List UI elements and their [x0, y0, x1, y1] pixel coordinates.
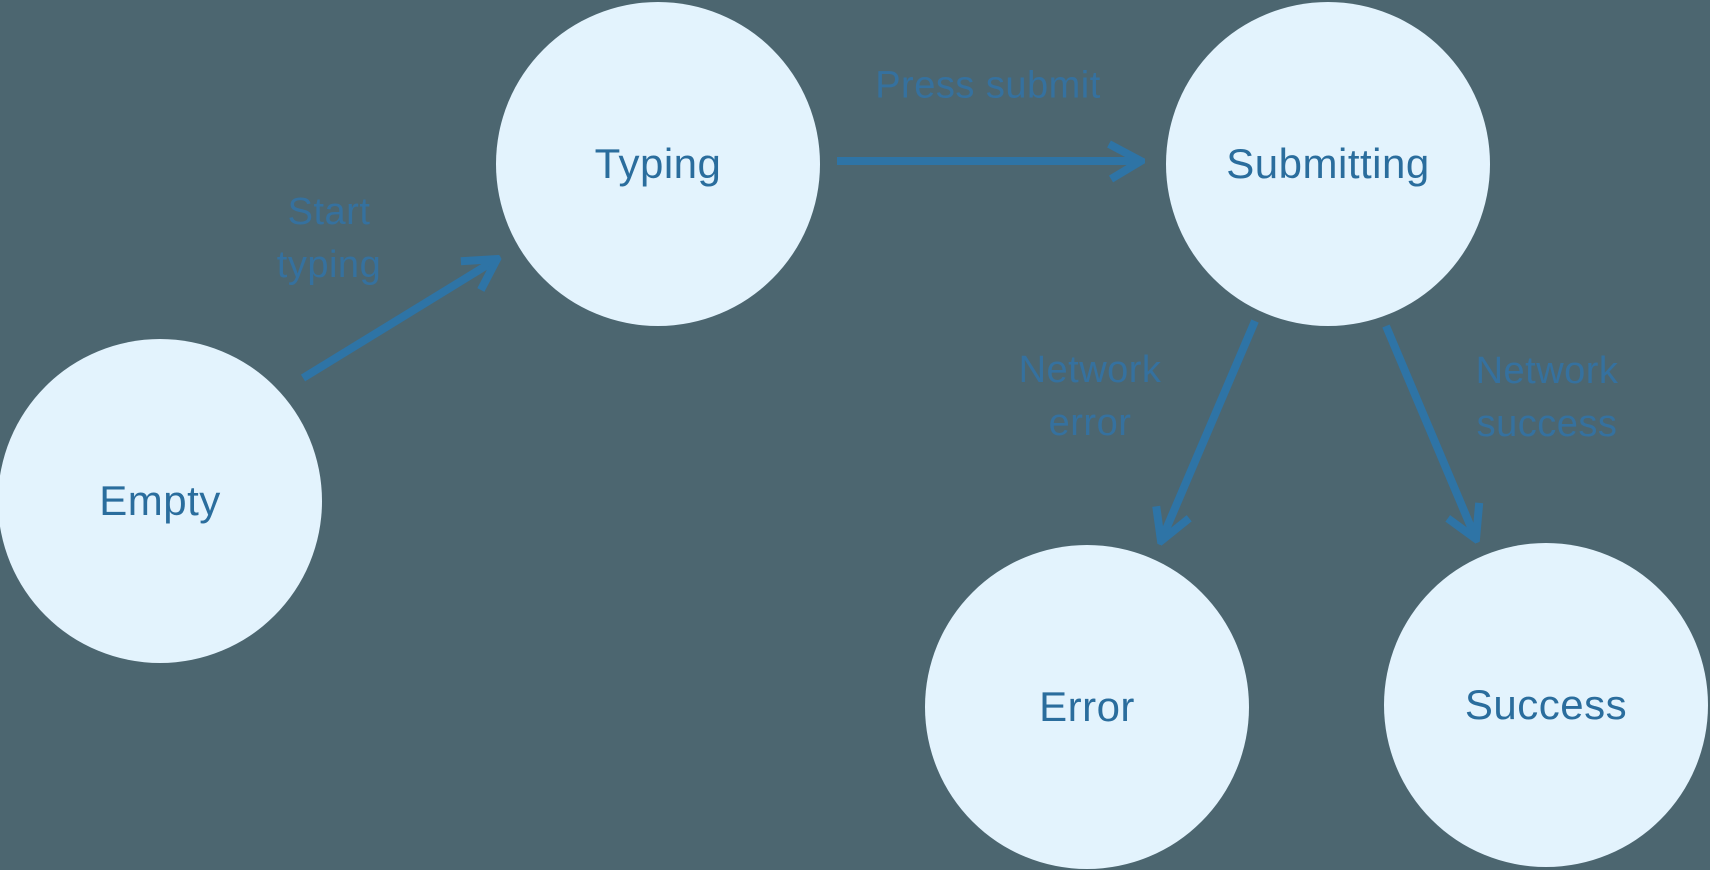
edge-label-network-error: Network error	[1019, 344, 1162, 450]
edge-label-line: Press submit	[875, 64, 1101, 107]
edge-label-press-submit: Press submit	[875, 60, 1101, 113]
state-label-submitting: Submitting	[1226, 140, 1430, 187]
state-node-success: Success	[1384, 543, 1708, 867]
edge-label-line: Network	[1475, 350, 1619, 392]
state-node-error: Error	[925, 545, 1249, 869]
state-node-submitting: Submitting	[1166, 2, 1490, 326]
edge-label-line: Start	[287, 191, 371, 233]
edge-label-line: error	[1048, 402, 1132, 444]
state-label-empty: Empty	[99, 477, 221, 524]
state-node-empty: Empty	[0, 339, 322, 663]
edge-label-line: Network	[1018, 349, 1162, 391]
state-label-error: Error	[1039, 683, 1135, 730]
edge-arrow-submitting-to-error	[1161, 319, 1259, 541]
edge-label-start-typing: Start typing	[277, 186, 381, 292]
edge-arrow-submitting-to-success	[1382, 324, 1476, 539]
edge-label-line: success	[1476, 403, 1618, 445]
edge-label-network-success: Network success	[1476, 345, 1619, 451]
state-label-success: Success	[1464, 681, 1628, 728]
state-node-typing: Typing	[496, 2, 820, 326]
state-label-typing: Typing	[594, 140, 722, 187]
edge-label-line: typing	[276, 244, 382, 286]
